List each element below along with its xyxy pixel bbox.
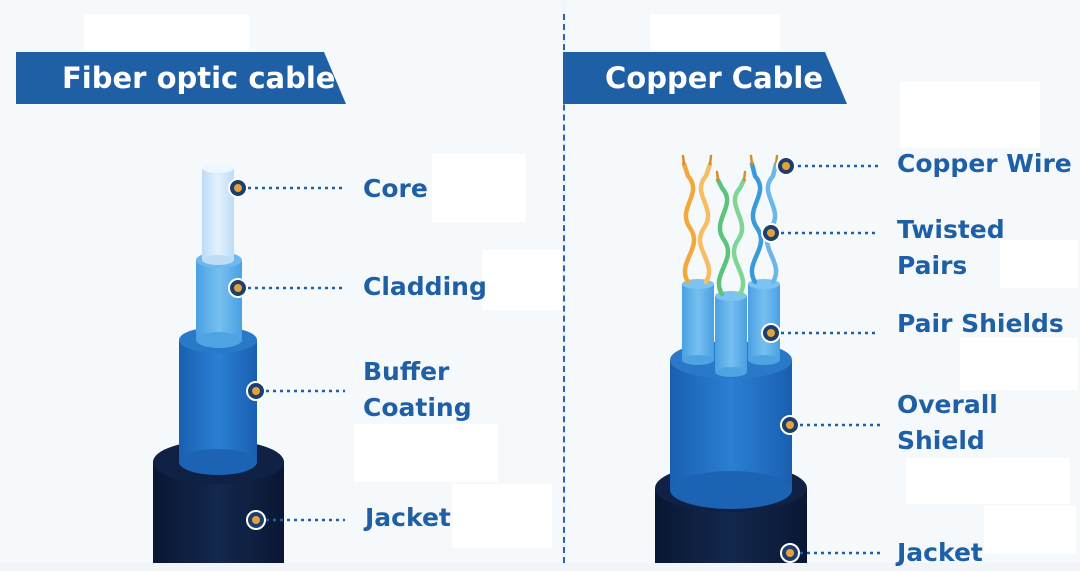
label-copper-jacket: Jacket	[897, 538, 983, 567]
blank-patch	[650, 14, 780, 50]
blank-patch	[84, 14, 249, 50]
green-wire-pair	[715, 177, 747, 297]
copper-title: Copper Cable	[605, 61, 824, 95]
label-overall-line2: Shield	[897, 426, 985, 455]
copper-leader-lines	[781, 164, 882, 555]
blank-patch	[984, 506, 1076, 554]
orange-wire-pair	[681, 161, 713, 285]
fiber-title-banner: Fiber optic cable	[16, 52, 348, 104]
blank-patch	[482, 250, 562, 310]
blank-patch	[960, 338, 1078, 390]
label-pair-shields: Pair Shields	[897, 309, 1064, 338]
blank-patch	[906, 458, 1070, 504]
copper-title-banner: Copper Cable	[563, 52, 849, 104]
label-overall-line1: Overall	[897, 390, 998, 419]
fiber-cladding	[196, 252, 242, 348]
label-buffer-line2: Coating	[363, 393, 472, 422]
fiber-title: Fiber optic cable	[62, 61, 336, 95]
label-twisted-line1: Twisted	[897, 215, 1005, 244]
label-core: Core	[363, 174, 428, 203]
blank-patch	[432, 154, 526, 222]
copper-twisted-pairs	[681, 154, 779, 297]
label-cladding: Cladding	[363, 272, 487, 301]
banner-shape	[16, 52, 346, 104]
blank-patch	[900, 82, 1040, 148]
copper-wire-tips	[681, 154, 779, 182]
blank-patch	[452, 484, 552, 548]
fiber-leader-lines	[248, 186, 345, 522]
blank-patch	[354, 424, 498, 482]
banner-shape	[563, 52, 847, 104]
blank-patch	[1000, 240, 1078, 288]
label-fiber-jacket: Jacket	[365, 503, 451, 532]
label-copper-wire: Copper Wire	[897, 149, 1072, 178]
fiber-buffer-coating	[179, 327, 257, 475]
fiber-core	[202, 163, 234, 265]
label-twisted-line2: Pairs	[897, 251, 968, 280]
label-buffer-line1: Buffer	[363, 357, 450, 386]
marker-dots	[228, 156, 800, 563]
panel-divider	[563, 14, 565, 563]
blue-wire-pair	[749, 161, 779, 285]
